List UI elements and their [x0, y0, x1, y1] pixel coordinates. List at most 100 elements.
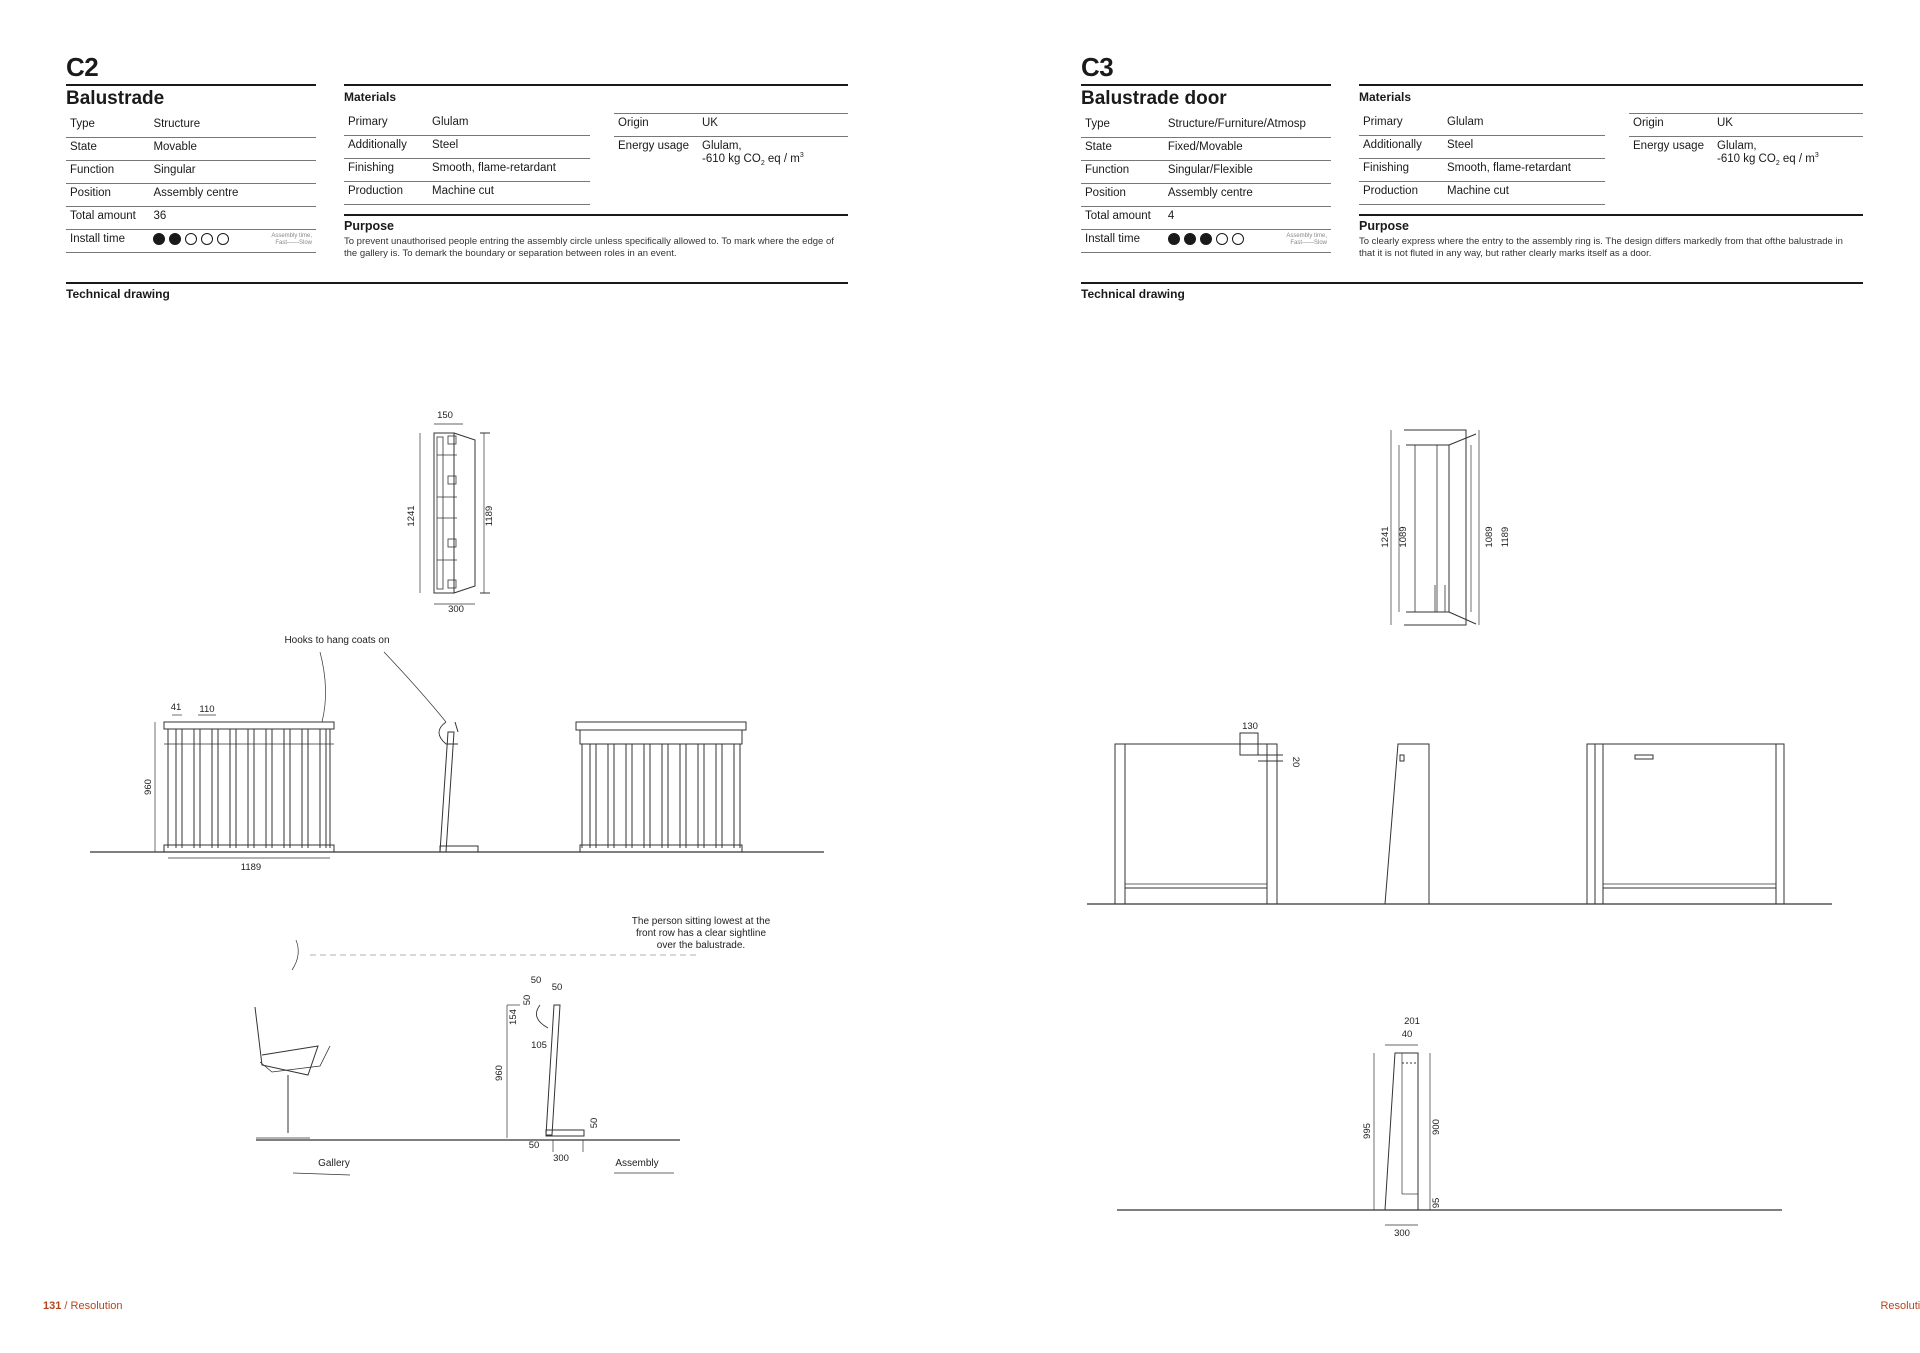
- dim-label: 1241: [406, 505, 417, 526]
- page-footer: 131 / Resolution: [43, 1300, 123, 1312]
- section-sightline: [254, 939, 700, 1176]
- empty-dot-icon: [1215, 233, 1228, 245]
- item-title: Balustrade: [66, 84, 316, 110]
- purpose-text: To clearly express where the entry to th…: [1359, 236, 1843, 259]
- section: [1117, 1044, 1782, 1226]
- item-code: C3: [1081, 52, 1114, 82]
- table-row: Energy usage Glulam,-610 kg CO2 eq / m3: [614, 137, 848, 171]
- empty-dot-icon: [217, 233, 230, 245]
- dim-label: 1089: [1484, 526, 1495, 547]
- dim-label: 1189: [1500, 527, 1511, 547]
- dim-label: 95: [1431, 1198, 1442, 1209]
- balustrade-technical-drawing: 150 1241 1189 300 41 110 960 1189 50 50 …: [90, 410, 824, 1176]
- top-view: [1390, 429, 1480, 626]
- dim-label: 995: [1362, 1123, 1373, 1139]
- dim-label: 154: [508, 1009, 519, 1025]
- dim-label: 105: [531, 1040, 547, 1051]
- page-footer: Resolution / 132: [1880, 1300, 1920, 1312]
- filled-dot-icon: [169, 233, 182, 245]
- install-time-rating: [1167, 233, 1244, 245]
- dim-label: 50: [529, 1140, 540, 1151]
- filled-dot-icon: [1167, 233, 1180, 245]
- dim-label: 300: [1394, 1228, 1410, 1239]
- materials-heading: Materials: [1359, 84, 1863, 104]
- empty-dot-icon: [1231, 233, 1244, 245]
- empty-dot-icon: [185, 233, 198, 245]
- dim-label: 300: [553, 1153, 569, 1164]
- sightline-note: The person sitting lowest at the: [632, 916, 771, 927]
- dim-label: 300: [448, 604, 464, 615]
- dim-label: 150: [437, 410, 453, 421]
- purpose-text: To prevent unauthorised people entring t…: [344, 236, 834, 259]
- hooks-note: Hooks to hang coats on: [284, 635, 389, 646]
- filled-dot-icon: [1199, 233, 1212, 245]
- page-number: 131: [43, 1300, 62, 1312]
- assembly-label: Assembly: [615, 1158, 658, 1169]
- dim-label: 1089: [1398, 526, 1409, 547]
- table-row: Energy usage Glulam,-610 kg CO2 eq / m3: [1629, 137, 1863, 171]
- dim-label: 960: [494, 1065, 505, 1081]
- dim-label: 110: [199, 704, 214, 715]
- dim-label: 1189: [241, 862, 261, 873]
- install-time-row: Install time Assembly time,Fast——Slow: [66, 229, 316, 253]
- install-time-rating: [153, 233, 230, 245]
- technical-drawing-heading: Technical drawing: [66, 282, 848, 301]
- section-name: Resolution: [1880, 1300, 1920, 1312]
- dim-label: 130: [1242, 721, 1258, 732]
- technical-drawing-heading: Technical drawing: [1081, 282, 1863, 301]
- top-view: [419, 423, 490, 605]
- section-name: Resolution: [70, 1300, 123, 1312]
- energy-value: Glulam,-610 kg CO2 eq / m3: [1717, 140, 1819, 168]
- filled-dot-icon: [153, 233, 166, 245]
- dim-label: 50: [552, 982, 563, 993]
- scale-note: Assembly time,Fast——Slow: [1286, 233, 1327, 246]
- dim-label: 40: [1402, 1029, 1413, 1040]
- dim-label: 201: [1404, 1016, 1420, 1027]
- purpose-heading: Purpose: [1359, 219, 1410, 233]
- dim-label: 900: [1431, 1119, 1442, 1135]
- dim-label: 50: [589, 1118, 600, 1129]
- sightline-note: over the balustrade.: [657, 940, 745, 951]
- front-elevation: [90, 651, 824, 859]
- empty-dot-icon: [201, 233, 214, 245]
- scale-note: Assembly time,Fast——Slow: [271, 233, 312, 246]
- sightline-note: front row has a clear sightline: [636, 928, 767, 939]
- item-title: Balustrade door: [1081, 84, 1331, 110]
- dim-label: 20: [1290, 757, 1301, 768]
- balustrade-door-technical-drawing: 1241 1089 1089 1189 130 20 201 40 995 90…: [1087, 429, 1832, 1239]
- gallery-label: Gallery: [318, 1158, 350, 1169]
- item-code: C2: [66, 52, 99, 82]
- purpose-section: Purpose To prevent unauthorised people e…: [344, 214, 848, 260]
- energy-value: Glulam,-610 kg CO2 eq / m3: [702, 140, 804, 168]
- dim-label: 50: [531, 975, 542, 986]
- purpose-heading: Purpose: [344, 219, 395, 233]
- elevations: [1087, 732, 1832, 905]
- install-time-row: Install time Assembly time,Fast——Slow: [1081, 229, 1331, 253]
